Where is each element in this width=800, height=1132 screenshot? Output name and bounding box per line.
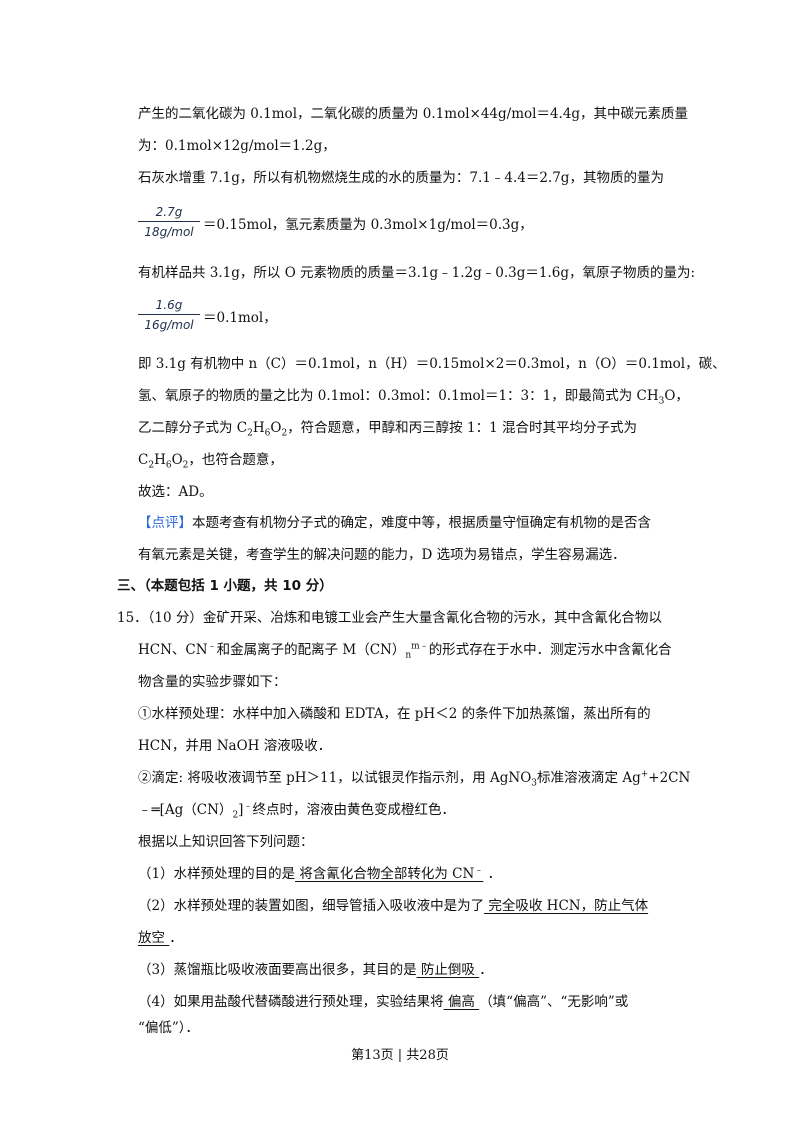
text-line: 石灰水增重 7.1g，所以有机物燃烧生成的水的质量为：7.1﹣4.4＝2.7g，… [138, 170, 664, 186]
text-line: 产生的二氧化碳为 0.1mol，二氧化碳的质量为 0.1mol×44g/mol＝… [138, 106, 689, 122]
fraction-bar [138, 314, 200, 315]
text-line: 乙二醇分子式为 C2H6O2，符合题意，甲醇和丙三醇按 1：1 混合时其平均分子… [138, 420, 637, 439]
comment-line: 有氧元素是关键，考查学生的解决问题的能力，D 选项为易错点，学生容易漏选． [138, 547, 626, 563]
comment-line: 【点评】本题考查有机物分子式的确定，难度中等，根据质量守恒确定有机物的是否含 [138, 515, 651, 531]
fraction-bar [138, 221, 200, 222]
fraction-numerator: 1.6g [155, 298, 183, 312]
question-line: HCN、CN﹣和金属离子的配离子 M（CN）nm﹣的形式存在于水中．测定污水中含… [138, 641, 672, 661]
fraction-denominator: 16g/mol [144, 318, 194, 332]
text-line: 为：0.1mol×12g/mol＝1.2g， [138, 138, 336, 154]
comment-tag: 【点评】 [138, 515, 192, 531]
answer-text: 将含氰化合物全部转化为 CN﹣ [295, 865, 484, 882]
sub-question-4: （4）如果用盐酸代替磷酸进行预处理，实验结果将 偏高 （填“偏高”、“无影响”或 [138, 994, 629, 1010]
answer-choice: 故选：AD。 [138, 484, 213, 500]
text-line: C2H6O2，也符合题意， [138, 452, 283, 471]
fraction-oxygen-moles: 1.6g 16g/mol [138, 297, 200, 333]
sub-question-3: （3）蒸馏瓶比吸收液面要高出很多，其目的是 防止倒吸 ． [138, 962, 493, 978]
fraction-water-moles: 2.7g 18g/mol [138, 204, 200, 240]
step-line: ﹣═[Ag（CN）2]﹣终点时，溶液由黄色变成橙红色． [138, 801, 455, 821]
sub-question-4-cont: “偏低”）． [138, 1020, 200, 1036]
text-line: 有机样品共 3.1g，所以 O 元素物质的质量＝3.1g﹣1.2g﹣0.3g＝1… [138, 265, 696, 281]
answer-text: 完全吸收 HCN，防止气体 [484, 898, 649, 914]
fraction-denominator: 18g/mol [144, 225, 194, 239]
answer-text: 放空 [138, 930, 170, 946]
sub-question-1: （1）水样预处理的目的是 将含氰化合物全部转化为 CN﹣ ． [138, 865, 502, 882]
fraction-numerator: 2.7g [155, 205, 183, 219]
text-line: ＝0.1mol， [203, 310, 277, 326]
answer-text: 防止倒吸 [416, 962, 480, 978]
page-footer: 第13页 | 共28页 [351, 1048, 449, 1063]
step-line: ②滴定: 将吸收液调节至 pH＞11，以试银灵作指示剂，用 AgNO3标准溶液滴… [138, 769, 691, 789]
answer-text: 偏高 [443, 994, 480, 1010]
section-heading: 三、（本题包括 1 小题，共 10 分） [117, 578, 333, 594]
text-line: 氢、氧原子的物质的量之比为 0.1mol：0.3mol：0.1mol＝1：3：1… [138, 388, 689, 407]
question-line: 15．（10 分）金矿开采、冶炼和电镀工业会产生大量含氰化合物的污水，其中含氰化… [117, 610, 662, 626]
text-line: ＝0.15mol，氢元素质量为 0.3mol×1g/mol＝0.3g， [203, 217, 533, 233]
text-line: 即 3.1g 有机物中 n（C）＝0.1mol，n（H）＝0.15mol×2＝0… [138, 356, 726, 372]
intro-line: 根据以上知识回答下列问题： [138, 834, 314, 850]
sub-question-2: （2）水样预处理的装置如图，细导管插入吸收液中是为了 完全吸收 HCN，防止气体 [138, 898, 649, 914]
step-line: ①水样预处理：水样中加入磷酸和 EDTA，在 pH＜2 的条件下加热蒸馏，蒸出所… [138, 706, 651, 722]
question-line: 物含量的实验步骤如下： [138, 674, 287, 690]
step-line: HCN，并用 NaOH 溶液吸收． [138, 738, 332, 754]
sub-question-2-cont: 放空 ． [138, 930, 183, 946]
